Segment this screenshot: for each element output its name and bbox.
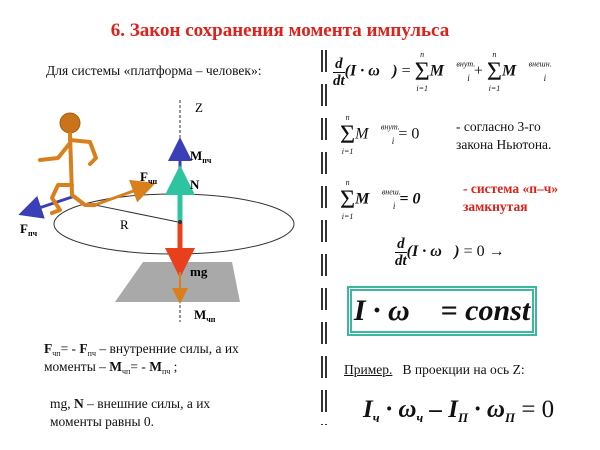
slide-title: 6. Закон сохранения момента импульса xyxy=(110,20,450,41)
platform-diagram: Z R Mпч N mg Mчп Fчп Fпч xyxy=(18,100,295,324)
moment-chp-label: Mчп xyxy=(194,307,216,324)
example-label: Пример. xyxy=(344,362,393,377)
gravity-label: mg xyxy=(190,264,208,279)
projection-equation: Iч · ωч – IП · ωП = 0 xyxy=(363,396,555,425)
example-line: Пример. В проекции на ось Z: xyxy=(344,362,525,377)
radius-line xyxy=(94,204,179,223)
platform-base xyxy=(115,262,240,302)
conservation-law-box: I · ω⃗ = const xyxy=(347,286,537,336)
force-chp-label: Fчп xyxy=(140,169,157,186)
external-moments-note: моменты равны 0. xyxy=(50,414,155,429)
moment-pch-label: Mпч xyxy=(190,148,212,165)
internal-moments-note: моменты – Mчп= - Mпч ; xyxy=(44,359,178,376)
person-figure xyxy=(38,112,98,215)
force-pch-arrow xyxy=(18,194,76,219)
closed-system-comment: - система «п–ч»замкнутая xyxy=(463,181,559,214)
radius-label: R xyxy=(120,217,129,232)
external-forces-note: mg, N – внешние силы, а их xyxy=(50,396,211,411)
column-divider xyxy=(321,50,327,425)
force-chp-arrow xyxy=(91,179,156,208)
z-axis-label: Z xyxy=(195,100,203,115)
normal-force-label: N xyxy=(190,177,200,192)
intro-text: Для системы «платформа – человек»: xyxy=(46,63,262,78)
force-pch-label: Fпч xyxy=(20,221,38,238)
internal-forces-note: Fчп= - Fпч – внутренние силы, а их xyxy=(44,341,239,358)
